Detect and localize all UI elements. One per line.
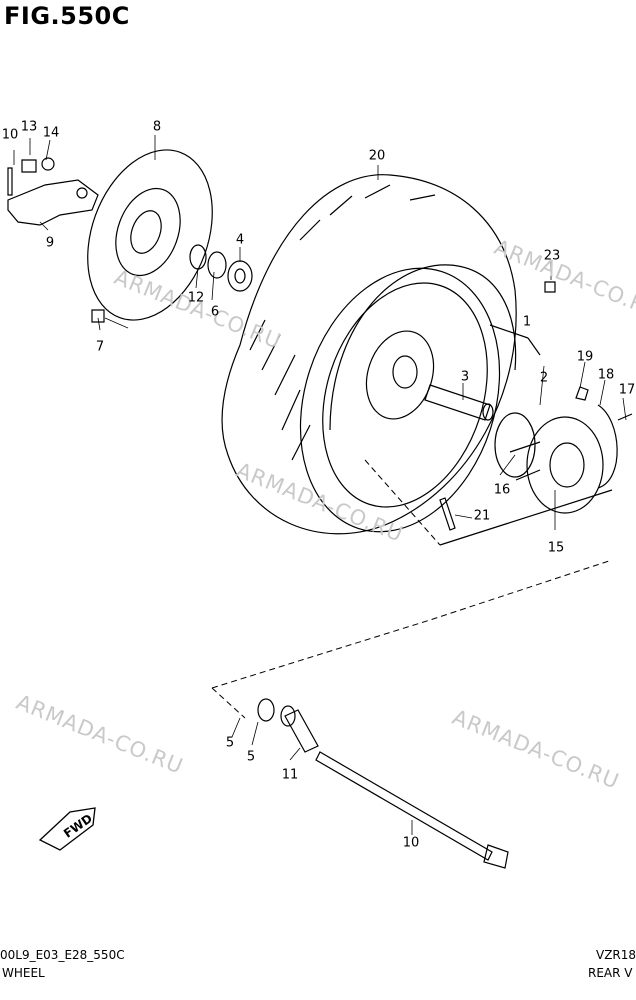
callout-15: 14 — [42, 125, 60, 141]
circlip-shape — [597, 404, 618, 489]
callout-22: 21 — [473, 508, 491, 524]
callout-8: 7 — [95, 339, 105, 355]
callout-21: 20 — [368, 148, 386, 164]
callout-14: 13 — [20, 119, 38, 135]
callout-12: 12 — [187, 290, 205, 306]
o-ring-shape — [494, 412, 536, 478]
callout-23: 23 — [543, 248, 561, 264]
callout-11: 10 — [402, 835, 420, 851]
callout-7: 8 — [152, 119, 162, 135]
callout-6: 6 — [210, 304, 220, 320]
callout-5b: 5 — [246, 749, 256, 765]
fwd-arrow-shape — [38, 807, 96, 851]
valve-shape — [439, 497, 456, 531]
brake-disc-shape — [87, 149, 213, 321]
footer-right-code: VZR18 — [596, 948, 636, 962]
spacer-shape — [424, 384, 494, 421]
callout-20: 19 — [576, 349, 594, 365]
seal-collar-shape — [257, 698, 319, 753]
callout-10: 10 — [1, 127, 19, 143]
callout-16: 15 — [547, 540, 565, 556]
hub-carrier-shape — [509, 416, 604, 514]
footer-left-code: 00L9_E03_E28_550C — [0, 948, 125, 962]
caliper-bracket-shape — [7, 167, 99, 226]
axle-shape — [315, 751, 509, 869]
callout-13: 11 — [281, 767, 299, 783]
callout-2: 2 — [539, 370, 549, 386]
footer-left-name: WHEEL — [2, 966, 45, 980]
rim-shape — [299, 267, 501, 533]
figure-title: FIG.550C — [4, 2, 130, 30]
tire-shape — [221, 174, 517, 535]
callout-19: 18 — [597, 367, 615, 383]
callout-3: 3 — [460, 369, 470, 385]
callout-9: 9 — [45, 235, 55, 251]
callout-5a: 5 — [225, 735, 235, 751]
callout-17: 16 — [493, 482, 511, 498]
callout-1: 1 — [522, 314, 532, 330]
callout-18: 17 — [618, 382, 636, 398]
callout-4: 4 — [235, 232, 245, 248]
footer-right-name: REAR V — [588, 966, 633, 980]
